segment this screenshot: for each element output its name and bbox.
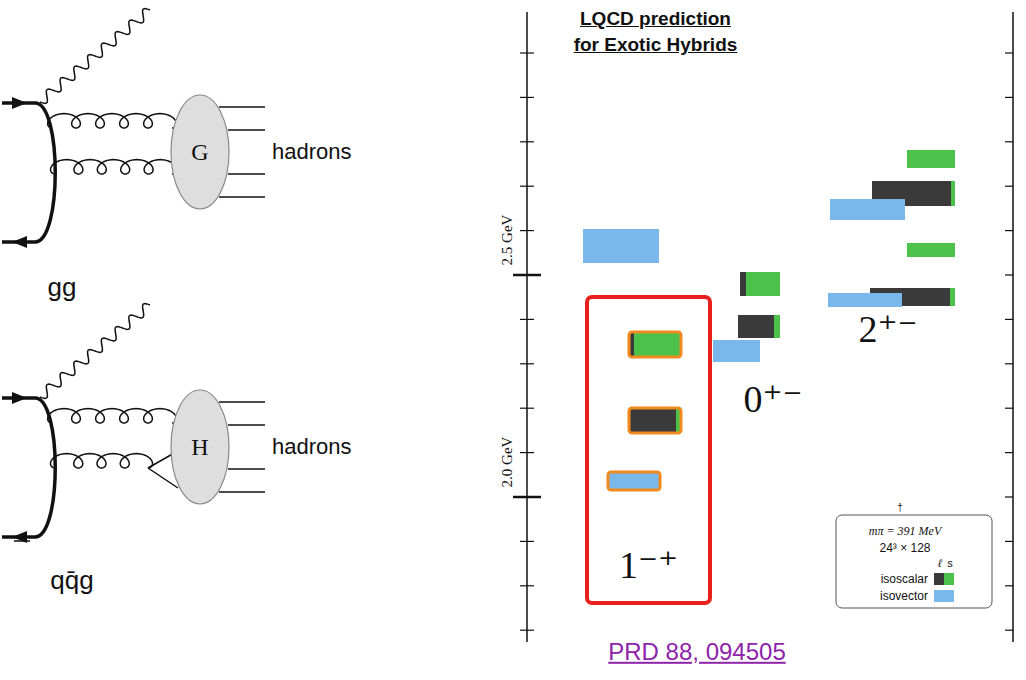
- arrow-head: [12, 392, 27, 404]
- legend-swatch: [934, 573, 944, 585]
- blob-label: H: [191, 434, 208, 461]
- highlight-box: 1⁻⁺: [585, 295, 712, 605]
- hadrons-label: hadrons: [272, 140, 352, 164]
- arrow-line: [14, 540, 30, 542]
- glueball-blob: G: [170, 94, 230, 210]
- legend-note: 24³ × 128: [879, 542, 930, 555]
- legend-entry: isovector: [846, 588, 954, 604]
- hybrid-blob: H: [170, 389, 230, 505]
- axis: [526, 12, 528, 642]
- gluon-line: [51, 160, 177, 174]
- chart-title: LQCD prediction for Exotic Hybrids: [568, 6, 743, 57]
- reference-link: PRD 88, 094505: [608, 639, 785, 665]
- quantum-number: 1⁻⁺: [619, 543, 678, 587]
- legend-swatch: [934, 590, 954, 602]
- legend-header: ℓ: [938, 557, 942, 569]
- quantum-number: 0⁺⁻: [743, 379, 802, 421]
- gluon-line: [48, 409, 177, 423]
- gluon-line: [48, 114, 177, 128]
- legend-box: [836, 515, 992, 608]
- blob-label: G: [191, 139, 208, 166]
- legend-swatch-strange: [944, 573, 954, 585]
- hadrons-label: hadrons: [272, 435, 352, 459]
- axis-label: 2.0 GeV: [499, 437, 516, 488]
- photon-line: [40, 304, 150, 399]
- gluon-line: [51, 454, 153, 468]
- legend-text: isovector: [846, 589, 928, 603]
- process-label: qq̄g: [50, 566, 93, 595]
- legend-header: s: [947, 557, 953, 569]
- process-label: gg: [48, 273, 77, 302]
- gluon-photon-lines: [40, 9, 176, 468]
- legend-entry: isoscalar: [846, 571, 954, 587]
- photon-line: [40, 9, 150, 104]
- arrow-head: [12, 236, 27, 248]
- legend-note: mπ = 391 MeV: [869, 525, 941, 538]
- arrow-head: [12, 97, 27, 109]
- dagger-mark: †: [897, 502, 903, 513]
- axis-ticks: [513, 53, 1013, 630]
- quantum-number: 2⁺⁻: [858, 309, 917, 351]
- legend-text: isoscalar: [846, 572, 928, 586]
- axis: [1012, 12, 1014, 642]
- axis-label: 2.5 GeV: [499, 215, 516, 266]
- level-bars: [583, 150, 955, 490]
